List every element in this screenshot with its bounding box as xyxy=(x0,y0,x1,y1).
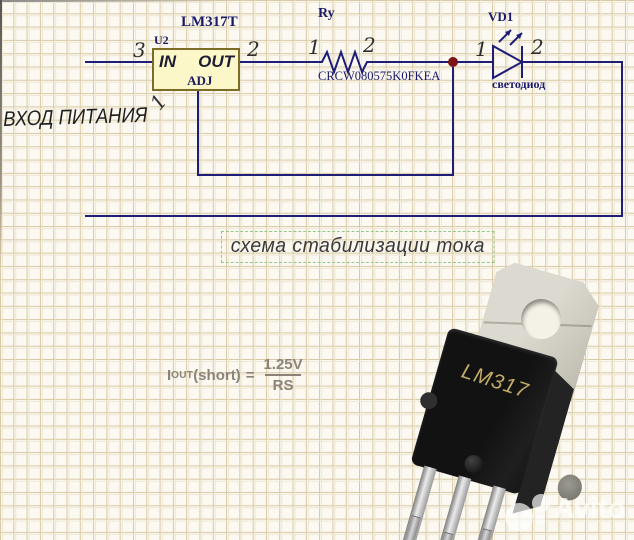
formula-denominator: RS xyxy=(264,374,302,394)
body-notch xyxy=(418,390,440,412)
regulator-pin-in-label: IN xyxy=(159,52,176,71)
package-leg-3 xyxy=(470,485,506,540)
chip-marking: LM317 xyxy=(458,359,532,403)
formula-fraction: 1.25V RS xyxy=(260,356,305,395)
avito-logo-circle-small xyxy=(535,515,545,525)
regulator-part-name: LM317T xyxy=(181,14,238,30)
return-wire xyxy=(85,61,623,217)
scan-edge-top xyxy=(0,0,235,2)
adj-feedback-wire xyxy=(197,67,454,176)
resistor-ref-designator: Ry xyxy=(318,6,335,21)
led-ref-designator: VD1 xyxy=(488,9,514,24)
scan-edge-left xyxy=(0,0,2,266)
package-leg-1 xyxy=(397,465,437,540)
resistor-pin2-number: 2 xyxy=(363,33,376,57)
led-pin1-number: 1 xyxy=(475,37,488,61)
avito-logo-circle-medium xyxy=(532,494,550,512)
regulator-pin-out-label: OUT xyxy=(198,52,234,71)
formula-equals: = xyxy=(245,366,255,384)
formula-short: (short) xyxy=(193,366,241,384)
mounting-hole xyxy=(516,294,565,343)
resistor-part-number: CRCW080575K0FKEA xyxy=(318,69,441,83)
formula-subscript: OUT xyxy=(171,369,194,381)
formula-i: I xyxy=(167,366,172,384)
regulator-pin3-number: 3 xyxy=(133,38,146,62)
led-arrowhead-2 xyxy=(516,33,522,39)
regulator-pin-adj-label: ADJ xyxy=(187,73,213,88)
regulator-pin2-number: 2 xyxy=(247,37,260,61)
resistor-pin1-number: 1 xyxy=(308,35,321,59)
regulator-ref-designator: U2 xyxy=(154,33,169,47)
molding-dot xyxy=(462,452,485,476)
package-leg-2 xyxy=(428,475,472,540)
led-arrowhead-1 xyxy=(505,30,511,36)
led-name-label: светодиод xyxy=(492,77,546,91)
avito-logo-circle-large xyxy=(505,503,533,531)
junction-dot xyxy=(448,57,458,67)
formula-numerator: 1.25V xyxy=(263,356,303,373)
resistor-symbol xyxy=(240,48,493,76)
avito-watermark-text: Avito xyxy=(554,493,626,525)
circuit-schematic xyxy=(85,29,623,217)
power-input-label: ВХОД ПИТАНИЯ xyxy=(3,103,148,131)
led-triangle xyxy=(492,44,525,80)
regulator-body: IN OUT ADJ xyxy=(152,48,240,91)
circuit-caption: схема стабилизации тока xyxy=(221,231,495,263)
led-pin2-number: 2 xyxy=(531,35,544,59)
avito-watermark: Avito xyxy=(502,493,632,535)
